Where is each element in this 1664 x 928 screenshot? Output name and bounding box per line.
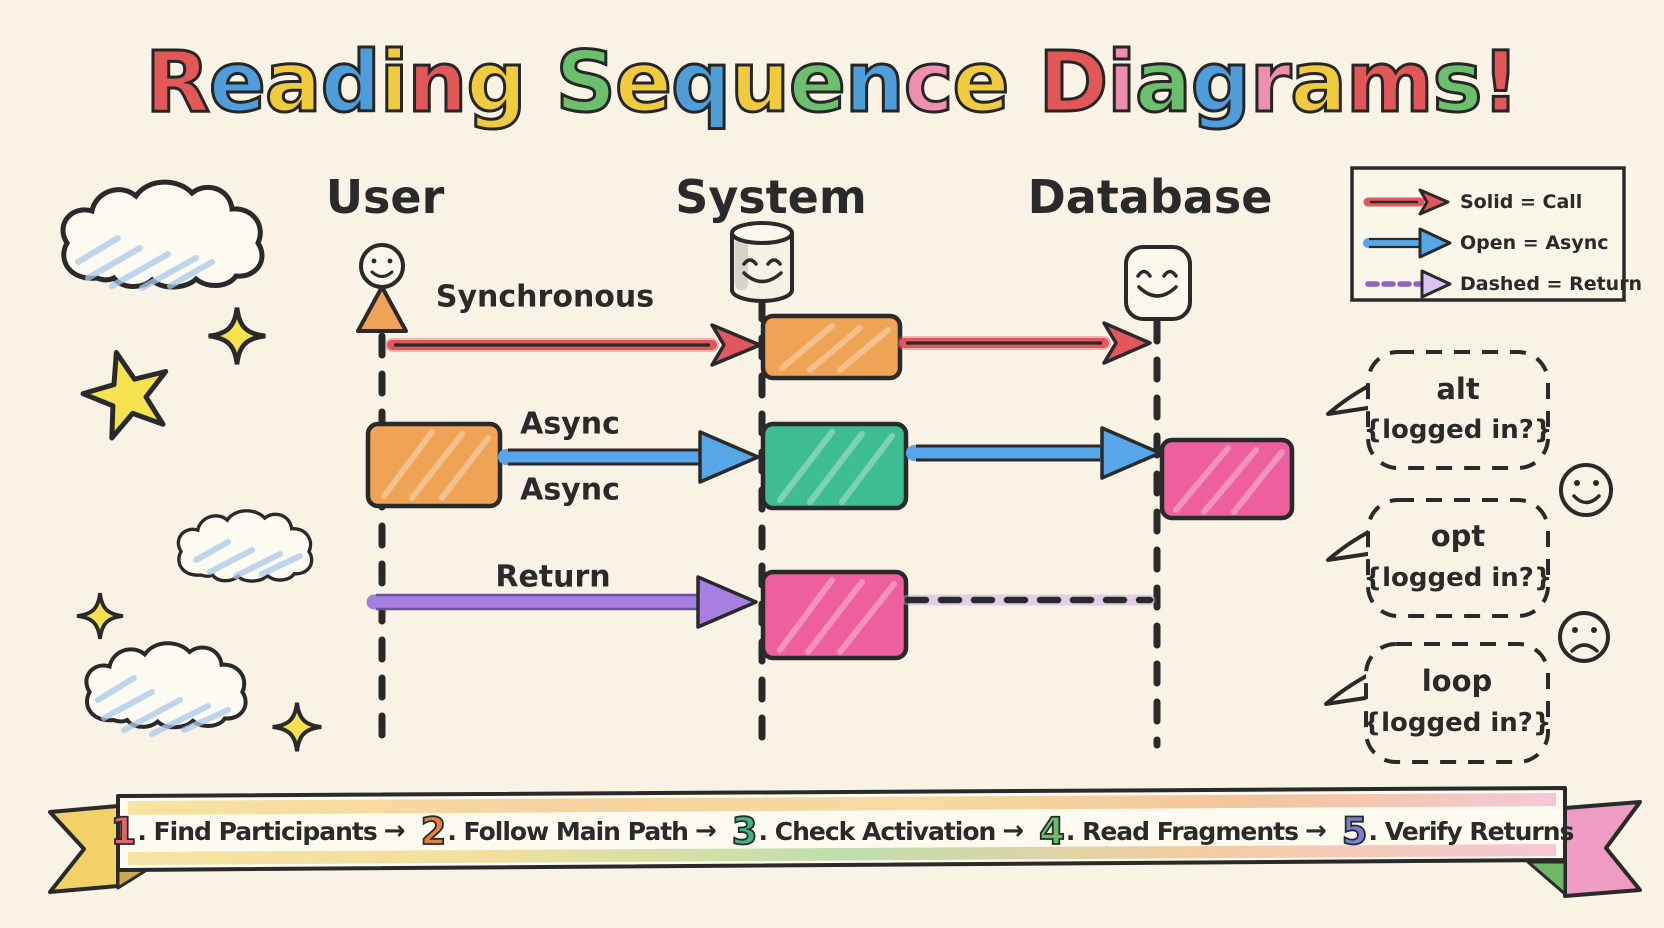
sync-call-arrow-1 <box>385 323 762 367</box>
participant-label-system: System <box>675 170 867 224</box>
legend-open-arrow-icon <box>1363 227 1452 259</box>
title-letter: m <box>1344 32 1435 133</box>
title-letter: g <box>1189 32 1252 133</box>
fragment-opt-guard: {logged in?} <box>1363 563 1553 593</box>
database-face-icon <box>1124 245 1192 321</box>
activation-system-2 <box>760 421 909 511</box>
opt-bubble-tail <box>1326 528 1376 562</box>
step-label: . Verify Returns <box>1368 816 1575 846</box>
user-person-icon <box>356 243 408 333</box>
title-letter: n <box>406 32 469 133</box>
title-letter: e <box>207 32 267 133</box>
async-arrow-2 <box>906 426 1162 480</box>
step-separator-arrow: → <box>1002 816 1025 846</box>
title-letter: u <box>729 32 792 133</box>
step-label: . Read Fragments <box>1065 816 1299 846</box>
fragment-loop-guard: {logged in?} <box>1362 708 1552 738</box>
title-letter: a <box>263 32 323 133</box>
step-separator-arrow: → <box>383 816 406 846</box>
step-number: 4 <box>1038 809 1066 854</box>
alt-bubble-tail <box>1326 382 1376 416</box>
loop-bubble <box>1364 642 1550 764</box>
title-letter: S <box>554 32 617 133</box>
title-letter: a <box>1134 32 1194 133</box>
legend-label-dashed: Dashed = Return <box>1460 273 1643 295</box>
return-arrow <box>366 575 758 629</box>
title-letter: D <box>1037 32 1110 133</box>
title-letter: d <box>319 32 382 133</box>
message-label-return: Return <box>495 559 611 595</box>
ribbon-right-fold <box>1526 860 1567 896</box>
step-number: 3 <box>731 809 759 854</box>
activation-system-3 <box>760 569 909 661</box>
step-number: 5 <box>1341 809 1369 854</box>
title-letter: a <box>1289 32 1349 133</box>
reading-steps-banner-text: 1. Find Participants→2. Follow Main Path… <box>110 798 1575 864</box>
cloud-shading-bottom <box>95 675 231 737</box>
sad-face-icon <box>1558 611 1610 663</box>
title-letter: R <box>144 32 212 133</box>
lifelines <box>378 296 1161 749</box>
step-number: 1 <box>110 809 138 854</box>
fragment-alt-keyword: alt <box>1436 372 1480 406</box>
async-arrow-1 <box>498 430 760 484</box>
title-letter: r <box>1248 32 1292 133</box>
sparkle-icon-3 <box>273 703 322 752</box>
title-letter: ! <box>1480 32 1521 133</box>
happy-face-icon <box>1559 463 1613 517</box>
step-separator-arrow: → <box>694 816 717 846</box>
star-icon <box>80 350 169 441</box>
title-letter: s <box>1431 32 1484 133</box>
activation-boxes <box>365 313 1295 661</box>
alt-bubble <box>1366 350 1550 470</box>
fragment-alt-guard: {logged in?} <box>1363 415 1553 445</box>
step-label: . Check Activation <box>758 816 997 846</box>
message-label-async-above: Async <box>520 406 620 442</box>
fragment-opt-keyword: opt <box>1430 519 1486 553</box>
ribbon-left-tail <box>48 804 120 894</box>
sync-call-arrow-2 <box>897 321 1152 365</box>
activation-system-1 <box>760 313 903 381</box>
step-label: . Find Participants <box>137 816 377 846</box>
title-letter: e <box>951 32 1011 133</box>
title-letter: g <box>465 32 528 133</box>
cloud-icon <box>63 182 262 287</box>
title-letter: e <box>613 32 673 133</box>
title-letter: i <box>1106 32 1138 133</box>
fragment-loop-keyword: loop <box>1421 664 1493 698</box>
title-letter: n <box>843 32 906 133</box>
cloud-shading <box>75 235 215 291</box>
activation-database <box>1159 437 1295 521</box>
cloud-shading-small <box>193 539 303 579</box>
sparkle-icon <box>209 308 266 365</box>
ribbon-right-tail <box>1563 800 1642 898</box>
title-letter: i <box>378 32 410 133</box>
title-letter: q <box>669 32 732 133</box>
activation-user <box>365 421 503 509</box>
legend-box <box>1350 166 1626 302</box>
system-cylinder-icon <box>730 221 794 303</box>
sparkle-icon-2 <box>75 591 125 641</box>
legend-label-open: Open = Async <box>1460 232 1609 254</box>
step-separator-arrow: → <box>1304 816 1327 846</box>
legend-dashed-arrow-icon <box>1365 269 1452 299</box>
step-number: 2 <box>420 809 448 854</box>
legend-solid-arrow-icon <box>1363 188 1450 216</box>
steps-banner-ribbon <box>48 786 1642 898</box>
message-label-synchronous: Synchronous <box>435 279 655 315</box>
message-label-async-below: Async <box>520 472 620 508</box>
participant-label-user: User <box>325 170 445 224</box>
title-letter: c <box>902 32 955 133</box>
fragment-bubbles <box>1324 350 1550 764</box>
participant-label-database: Database <box>1027 170 1273 224</box>
legend-label-solid: Solid = Call <box>1460 191 1583 213</box>
loop-bubble-tail <box>1324 672 1374 706</box>
opt-bubble <box>1366 498 1550 618</box>
step-label: . Follow Main Path <box>447 816 689 846</box>
title-letter: e <box>787 32 847 133</box>
